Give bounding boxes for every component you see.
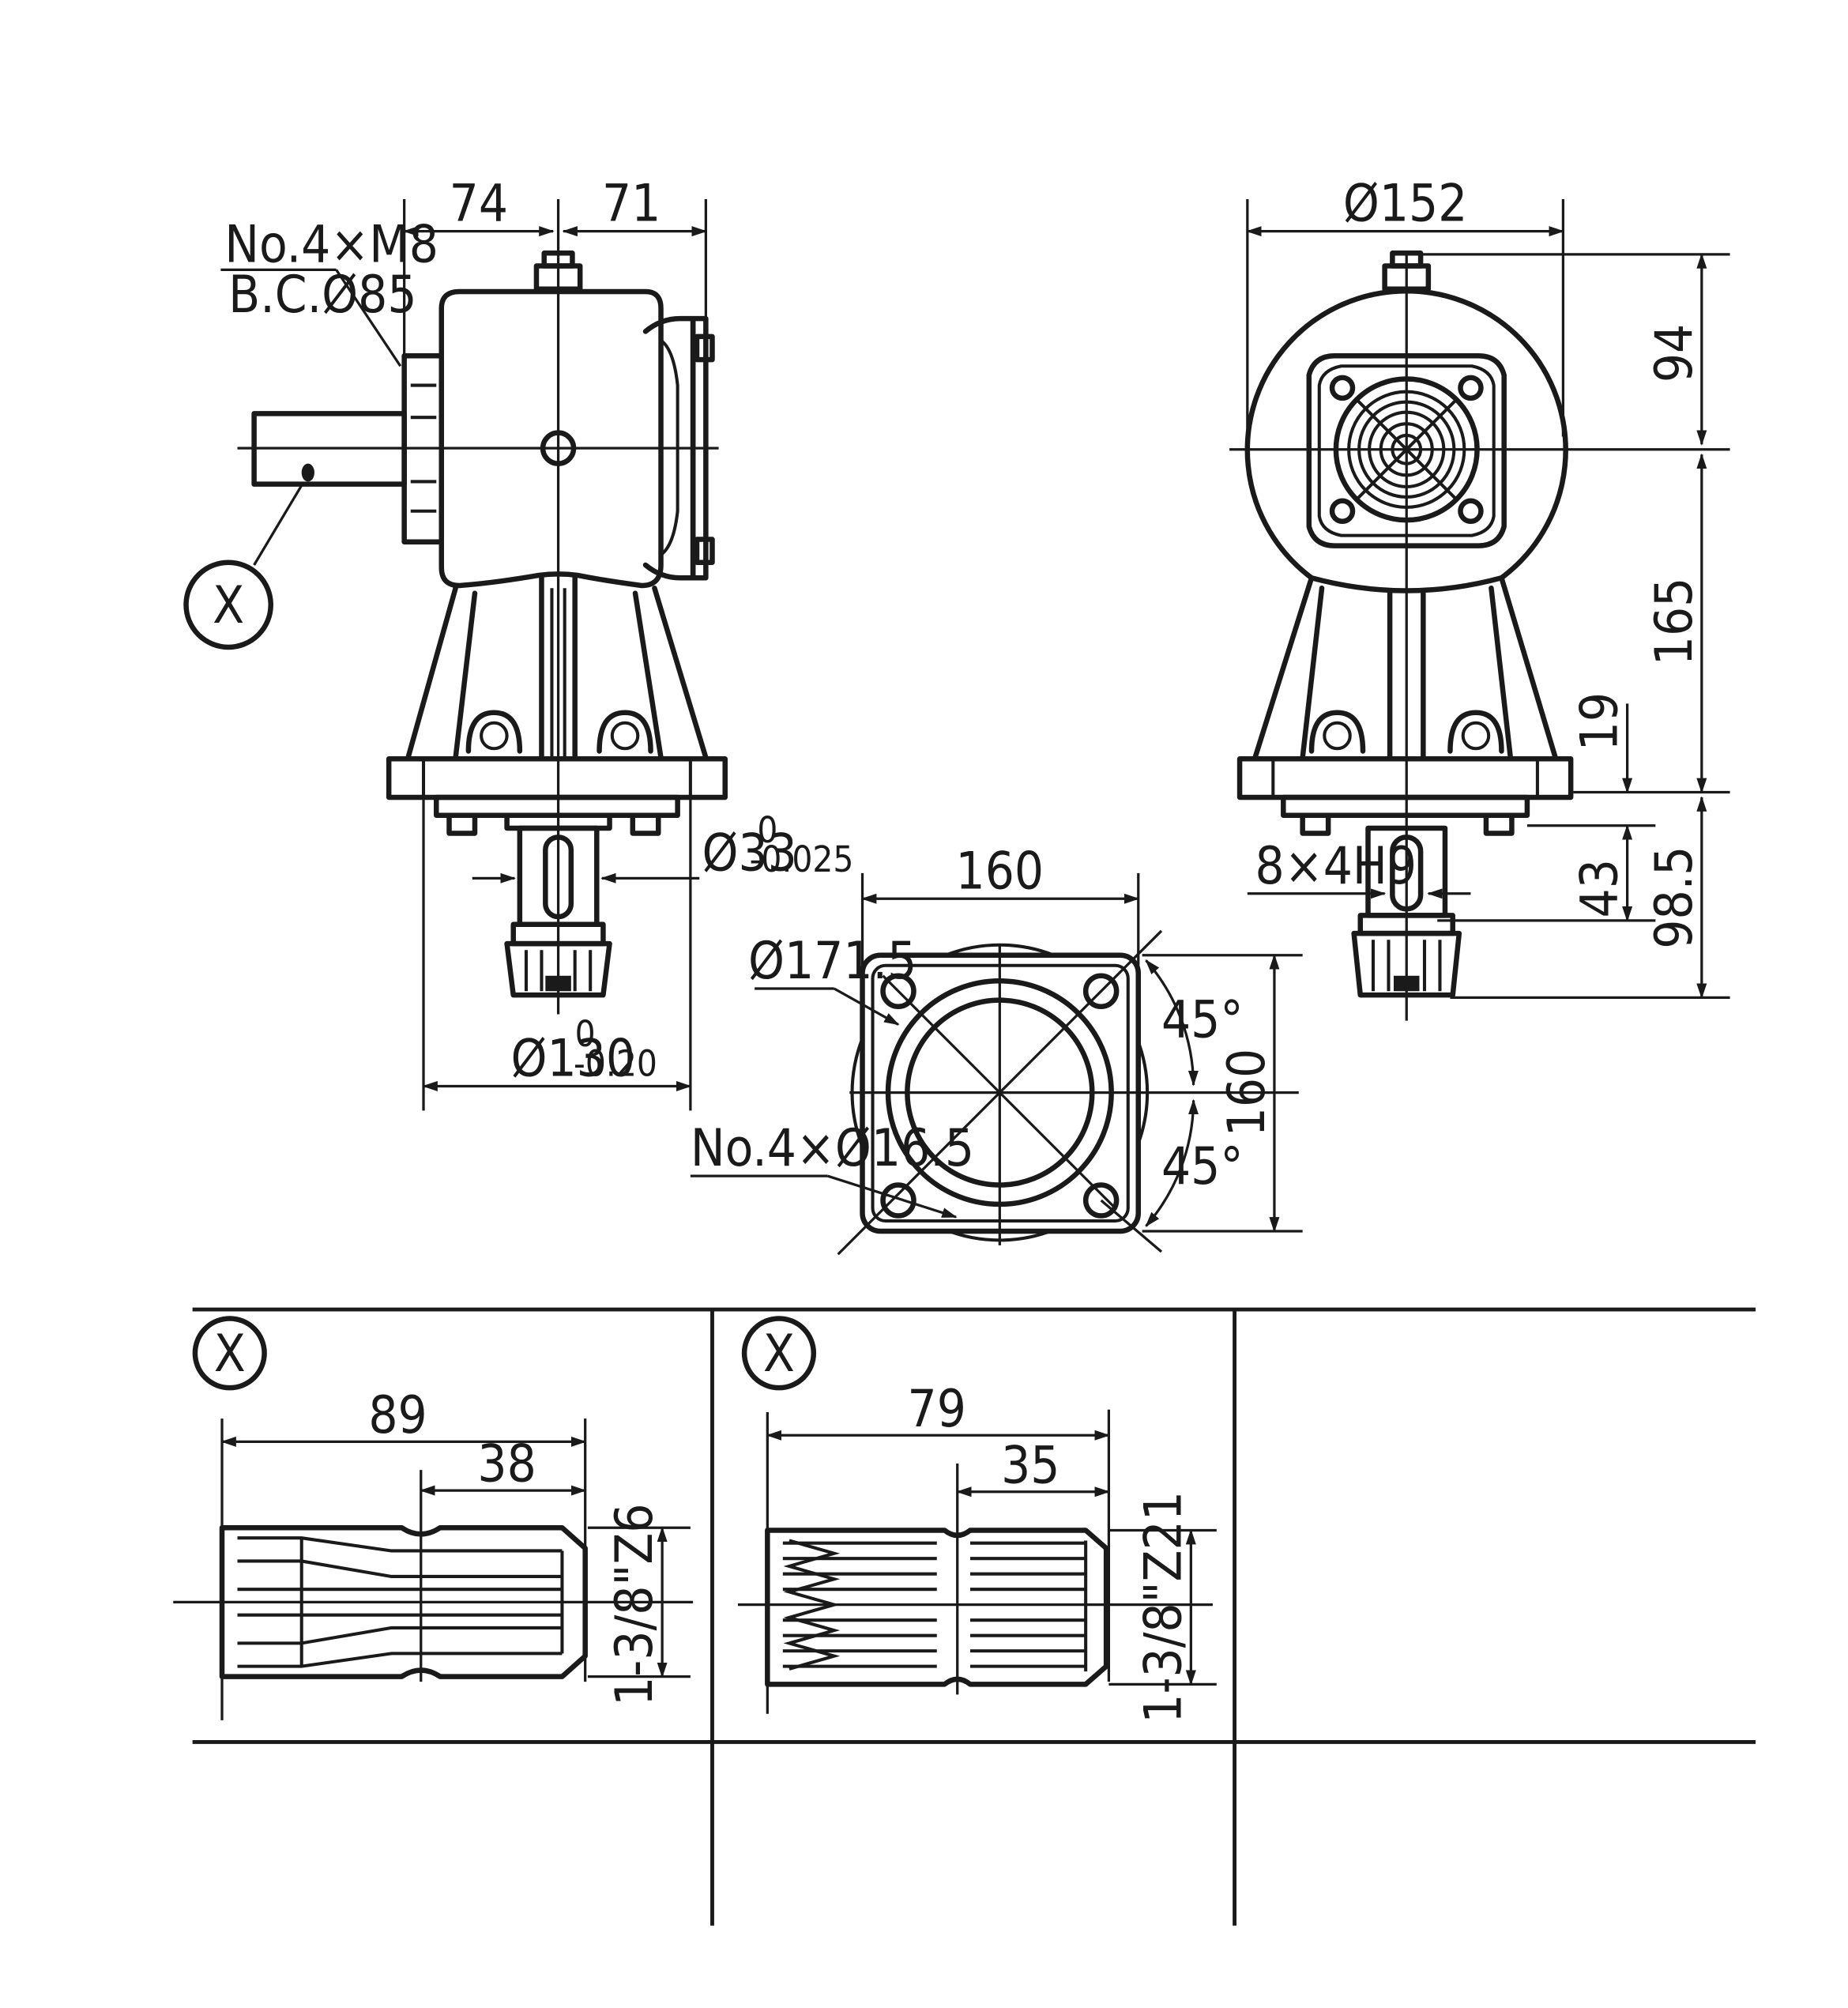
dim-94: 94 [1645, 324, 1704, 382]
detail-table-frame [192, 1307, 1756, 1926]
z21-spline-spec: 1-3/8"Z21 [1134, 1491, 1193, 1724]
side-view: 74 71 No.4×M8 B.C.Ø85 X [183, 175, 854, 1111]
z21-length-total: 79 [908, 1380, 966, 1439]
flange-view: 160 Ø171.5 No.4×Ø16.5 45° 45° [690, 842, 1303, 1256]
pilot-dia: Ø130 [510, 1029, 635, 1088]
angle-top: 45° [1161, 991, 1244, 1050]
thread-note-line2: B.C.Ø85 [228, 266, 416, 325]
pilot-dia-tol-upper: 0 [575, 1013, 596, 1055]
flange-width: 160 [956, 842, 1044, 901]
z21-length-partial: 35 [1001, 1436, 1059, 1495]
z6-length-partial: 38 [477, 1435, 536, 1494]
detail-z6-marker: X [214, 1324, 246, 1384]
detail-z21-marker: X [763, 1324, 795, 1384]
circle-dia: Ø171.5 [748, 932, 916, 991]
dim-74: 74 [450, 175, 508, 234]
key-note: 8×4H9 [1255, 837, 1417, 896]
dim-43: 43 [1571, 859, 1630, 917]
flange-height: 160 [1218, 1049, 1277, 1137]
detail-z21: X 79 35 1-3/8"Z21 [737, 1316, 1217, 1724]
shaft-dia-tol-lower: -0.025 [750, 838, 854, 880]
dim-165: 165 [1645, 578, 1704, 666]
thread-note-line1: No.4×M8 [224, 216, 438, 275]
z6-length-total: 89 [368, 1386, 427, 1445]
housing-dia: Ø152 [1343, 175, 1468, 234]
detail-z6: X 89 38 1-3/8"Z6 [173, 1316, 694, 1720]
dim-98-5: 98.5 [1645, 846, 1704, 949]
detail-marker-x: X [213, 576, 244, 635]
front-view: Ø152 [1229, 175, 1730, 1021]
shaft-dia-tol-upper: 0 [757, 809, 777, 851]
shaft-dia: Ø33 [702, 824, 796, 883]
angle-bottom: 45° [1161, 1137, 1244, 1196]
dim-71: 71 [602, 175, 661, 234]
holes-note: No.4×Ø16.5 [691, 1119, 974, 1178]
z6-spline-spec: 1-3/8"Z6 [605, 1503, 664, 1705]
pilot-dia-tol-lower: -0.20 [574, 1042, 657, 1084]
dim-19: 19 [1571, 692, 1630, 751]
